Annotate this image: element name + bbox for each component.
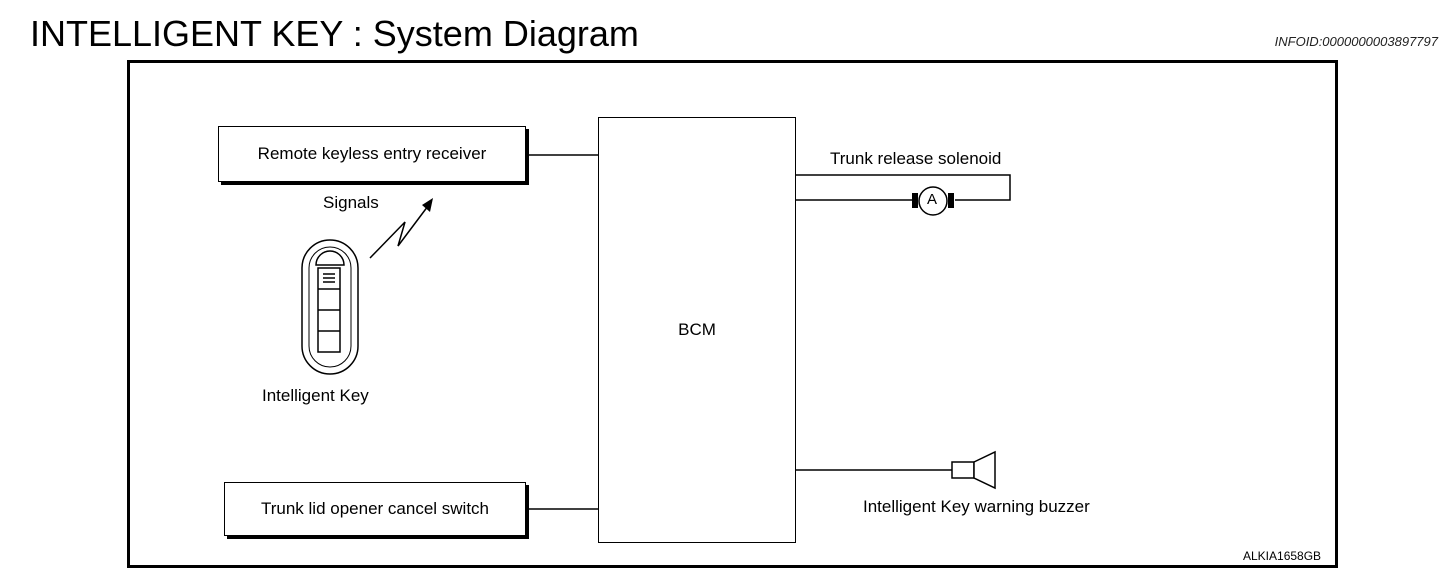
bcm-label: BCM: [678, 320, 716, 339]
remote-keyless-entry-receiver-label: Remote keyless entry receiver: [257, 144, 487, 163]
intelligent-key-fob-icon: [301, 239, 359, 375]
intelligent-key-warning-buzzer-label: Intelligent Key warning buzzer: [863, 497, 1090, 516]
signals-label: Signals: [323, 193, 379, 212]
buzzer-icon: [951, 450, 996, 490]
trunk-lid-opener-cancel-switch-label: Trunk lid opener cancel switch: [260, 499, 490, 518]
intelligent-key-label: Intelligent Key: [262, 386, 369, 405]
trunk-solenoid-motor-icon: [912, 186, 954, 216]
solenoid-wire: [796, 174, 1011, 201]
info-id: INFOID:0000000003897797: [1274, 34, 1438, 49]
trunk-release-solenoid-label: Trunk release solenoid: [830, 149, 1002, 168]
figure-code: ALKIA1658GB: [1243, 549, 1322, 563]
remote-keyless-entry-receiver-box: Remote keyless entry receiver: [218, 126, 526, 182]
trunk-lid-opener-cancel-switch-box: Trunk lid opener cancel switch: [224, 482, 526, 536]
signal-lightning-icon: [369, 198, 433, 259]
page-title: INTELLIGENT KEY : System Diagram: [30, 13, 639, 54]
bcm-box: BCM: [598, 117, 796, 543]
motor-symbol-letter: A: [927, 191, 938, 208]
